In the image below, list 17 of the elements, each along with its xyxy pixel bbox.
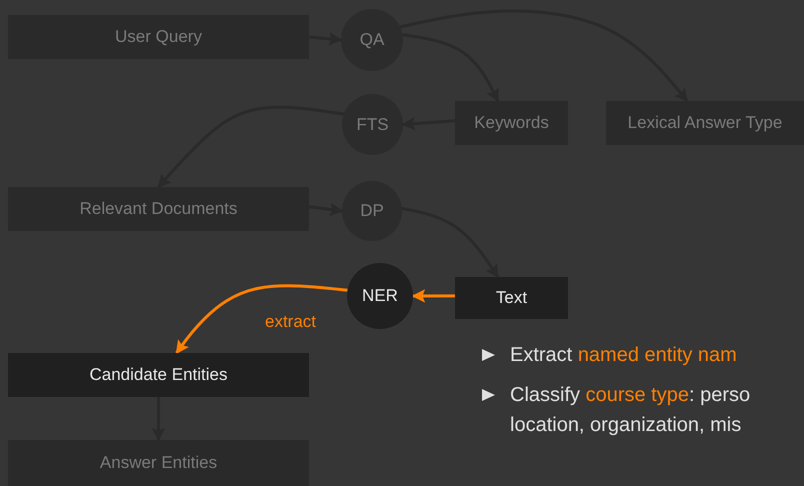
node-label: Keywords xyxy=(474,113,549,133)
node-label: Text xyxy=(496,288,528,308)
process-box xyxy=(455,277,568,319)
arrow xyxy=(412,289,455,303)
node-label: NER xyxy=(362,286,398,306)
node-label: User Query xyxy=(115,27,202,47)
node-label: Lexical Answer Type xyxy=(628,113,782,133)
bullet-text: Extract named entity nam xyxy=(510,343,737,368)
node-label: FTS xyxy=(356,114,389,134)
arrow xyxy=(175,284,348,354)
node-label: Answer Entities xyxy=(100,453,218,473)
node-label: DP xyxy=(360,201,384,221)
node-label: Relevant Documents xyxy=(80,199,238,219)
bullet-text: Classify course type: perso location, organization, mis xyxy=(510,383,750,438)
node-label: QA xyxy=(360,30,384,50)
node-label: Candidate Entities xyxy=(90,365,228,385)
process-box xyxy=(8,353,309,397)
